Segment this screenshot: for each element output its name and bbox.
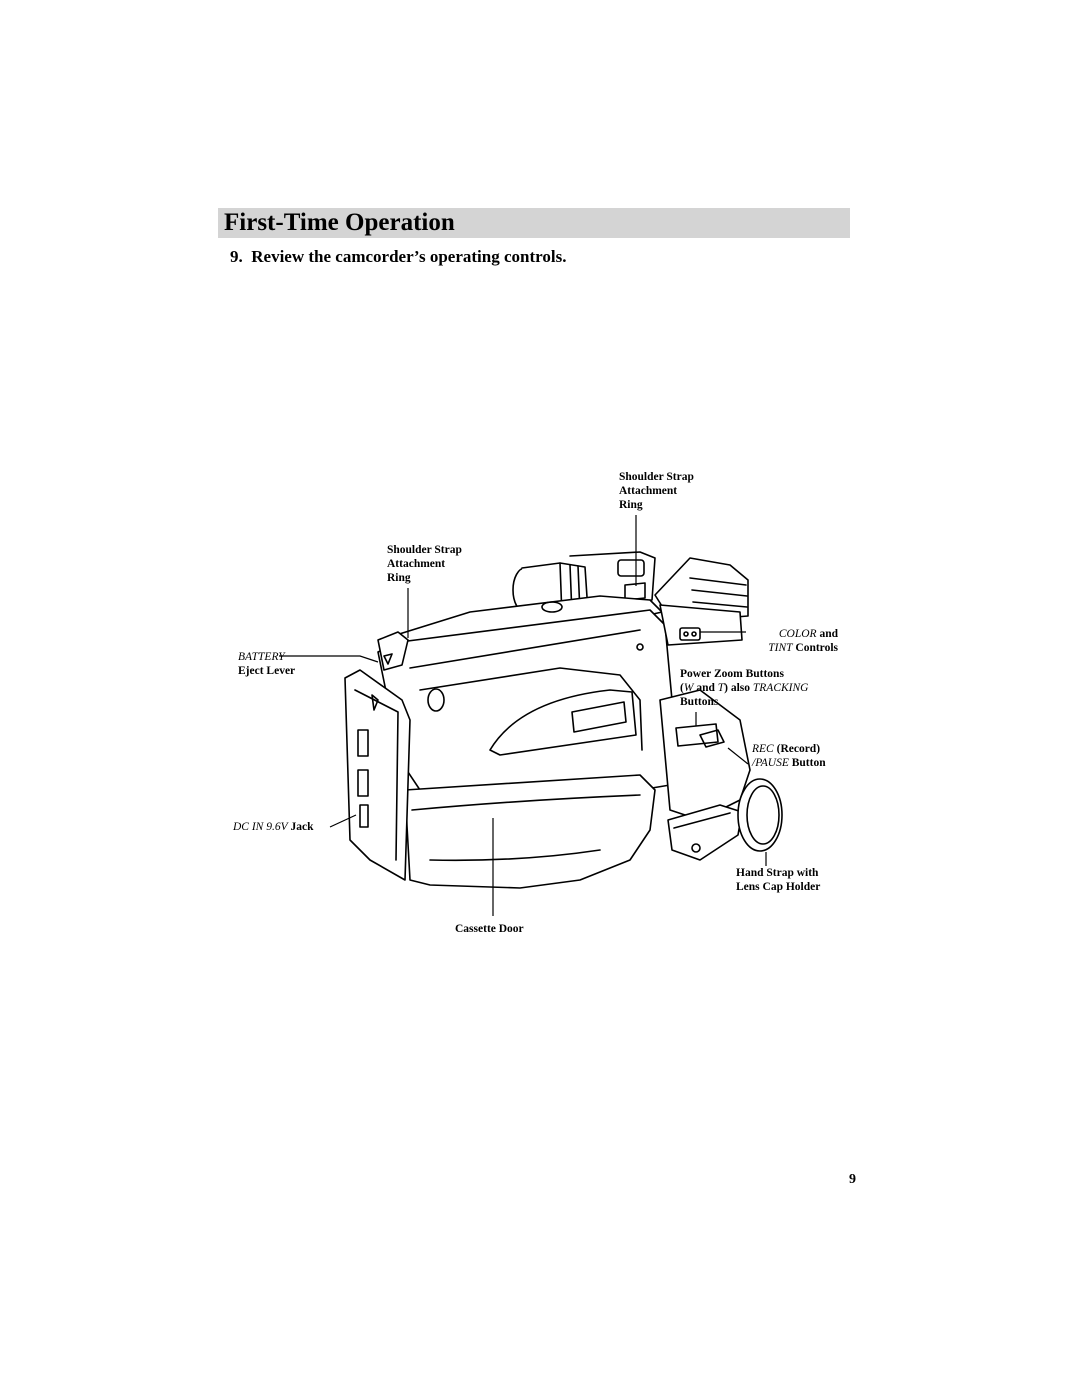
label-line: Lens Cap Holder [736,881,821,893]
color-word: COLOR [778,628,817,640]
step-number: 9. [230,247,243,266]
rec-word: REC [752,743,774,755]
section-header-bar: First-Time Operation [218,208,850,238]
section-title: First-Time Operation [224,209,455,236]
step-text: Review the camcorder’s operating control… [251,247,567,266]
zoom-line-1: Power Zoom Buttons [680,668,784,680]
zoom-t: T [717,682,725,694]
power-zoom-buttons-label: Power Zoom Buttons (W and T) also TRACKI… [680,668,809,708]
cassette-door-label: Cassette Door [455,923,524,935]
dc-in-jack-label: DC IN 9.6V Jack [233,820,314,834]
zoom-and: and [696,682,715,694]
page-number: 9 [849,1172,856,1187]
rec-rest: (Record) [776,743,821,755]
hand-strap-label: Hand Strap with Lens Cap Holder [736,866,820,894]
label-line: Shoulder Strap [387,544,462,556]
pause-word: /PAUSE [752,757,789,769]
color-rest: and [819,628,838,640]
zoom-also: ) also [724,682,751,694]
label-line: Attachment [387,558,446,570]
battery-word: BATTERY [238,651,285,663]
dc-word: DC IN 9.6V [233,821,288,833]
label-line: Ring [387,572,411,584]
label-line: Shoulder Strap [619,471,694,483]
zoom-w: W [683,682,694,694]
label-line: Attachment [619,485,678,497]
zoom-tracking: TRACKING [752,682,809,694]
battery-rest: Eject Lever [238,665,296,677]
label-line: Ring [619,499,643,511]
step-heading: 9. Review the camcorder’s operating cont… [230,247,566,267]
pause-rest: Button [791,757,826,769]
shoulder-strap-ring-top-label: Shoulder Strap Attachment Ring [619,470,694,512]
shoulder-strap-ring-left-label: Shoulder Strap Attachment Ring [387,543,462,585]
tint-word: TINT [768,642,793,654]
rec-pause-button-label: REC (Record) /PAUSE Button [752,742,826,770]
color-tint-controls-label: COLOR and TINT Controls [730,627,838,655]
label-line: Hand Strap with [736,867,819,879]
battery-eject-lever-label: BATTERY Eject Lever [238,650,295,678]
dc-rest: Jack [290,821,314,833]
tint-rest: Controls [795,642,838,654]
zoom-line-3: Buttons [680,696,719,708]
